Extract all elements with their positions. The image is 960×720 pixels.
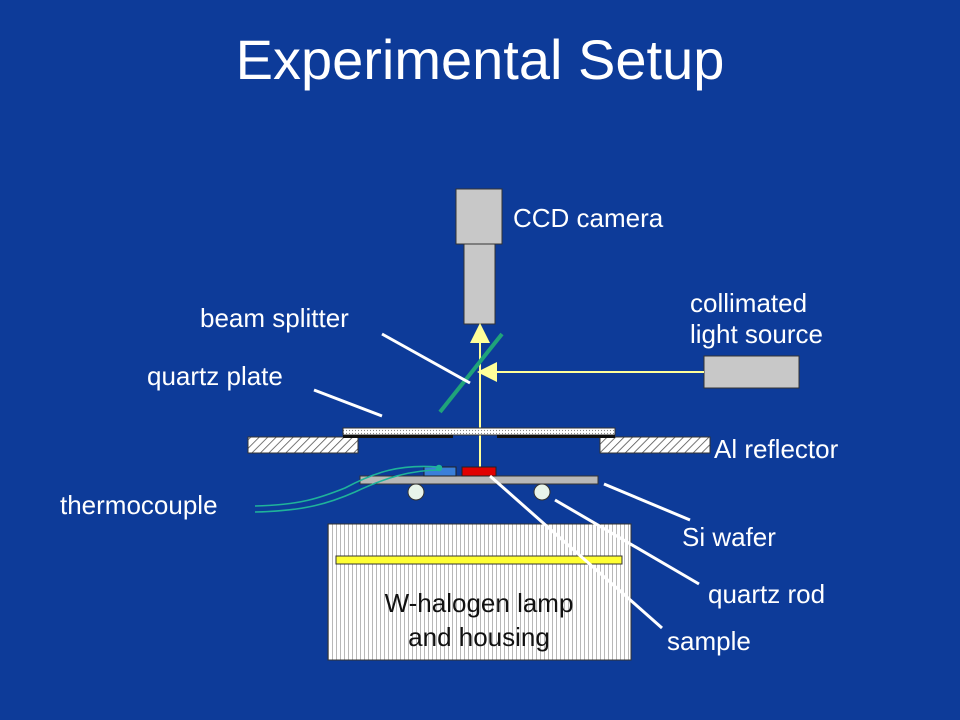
- lamp-label-line1: W-halogen lamp: [384, 588, 574, 618]
- collimated-light-source: [703, 355, 800, 389]
- al-reflector: [247, 436, 711, 454]
- label-quartz-rod: quartz rod: [708, 579, 826, 609]
- lamp-label-line2: and housing: [408, 622, 550, 652]
- thermocouple-wire: [254, 464, 443, 513]
- label-collimated-light-source-line2: light source: [690, 319, 823, 349]
- lamp-housing: [327, 523, 632, 661]
- light-rays: [470, 323, 704, 472]
- label-collimated-light-source-line1: collimated: [690, 288, 808, 318]
- beam-splitter: [438, 332, 504, 414]
- label-thermocouple: thermocouple: [60, 490, 218, 520]
- pointer-lines: [313, 332, 700, 630]
- si-wafer: [359, 475, 599, 485]
- label-sample: sample: [667, 626, 751, 656]
- slide-title: Experimental Setup: [235, 28, 725, 91]
- ccd-camera: [455, 188, 503, 325]
- quartz-plate: [342, 427, 616, 438]
- sample: [461, 466, 497, 477]
- lamp-label: W-halogen lamp and housing: [328, 586, 630, 654]
- quartz-rods: [407, 483, 551, 501]
- label-si-wafer: Si wafer: [682, 522, 776, 552]
- label-quartz-plate: quartz plate: [147, 361, 283, 391]
- label-beam-splitter: beam splitter: [200, 303, 349, 333]
- label-ccd-camera: CCD camera: [513, 203, 664, 233]
- label-al-reflector: Al reflector: [714, 434, 839, 464]
